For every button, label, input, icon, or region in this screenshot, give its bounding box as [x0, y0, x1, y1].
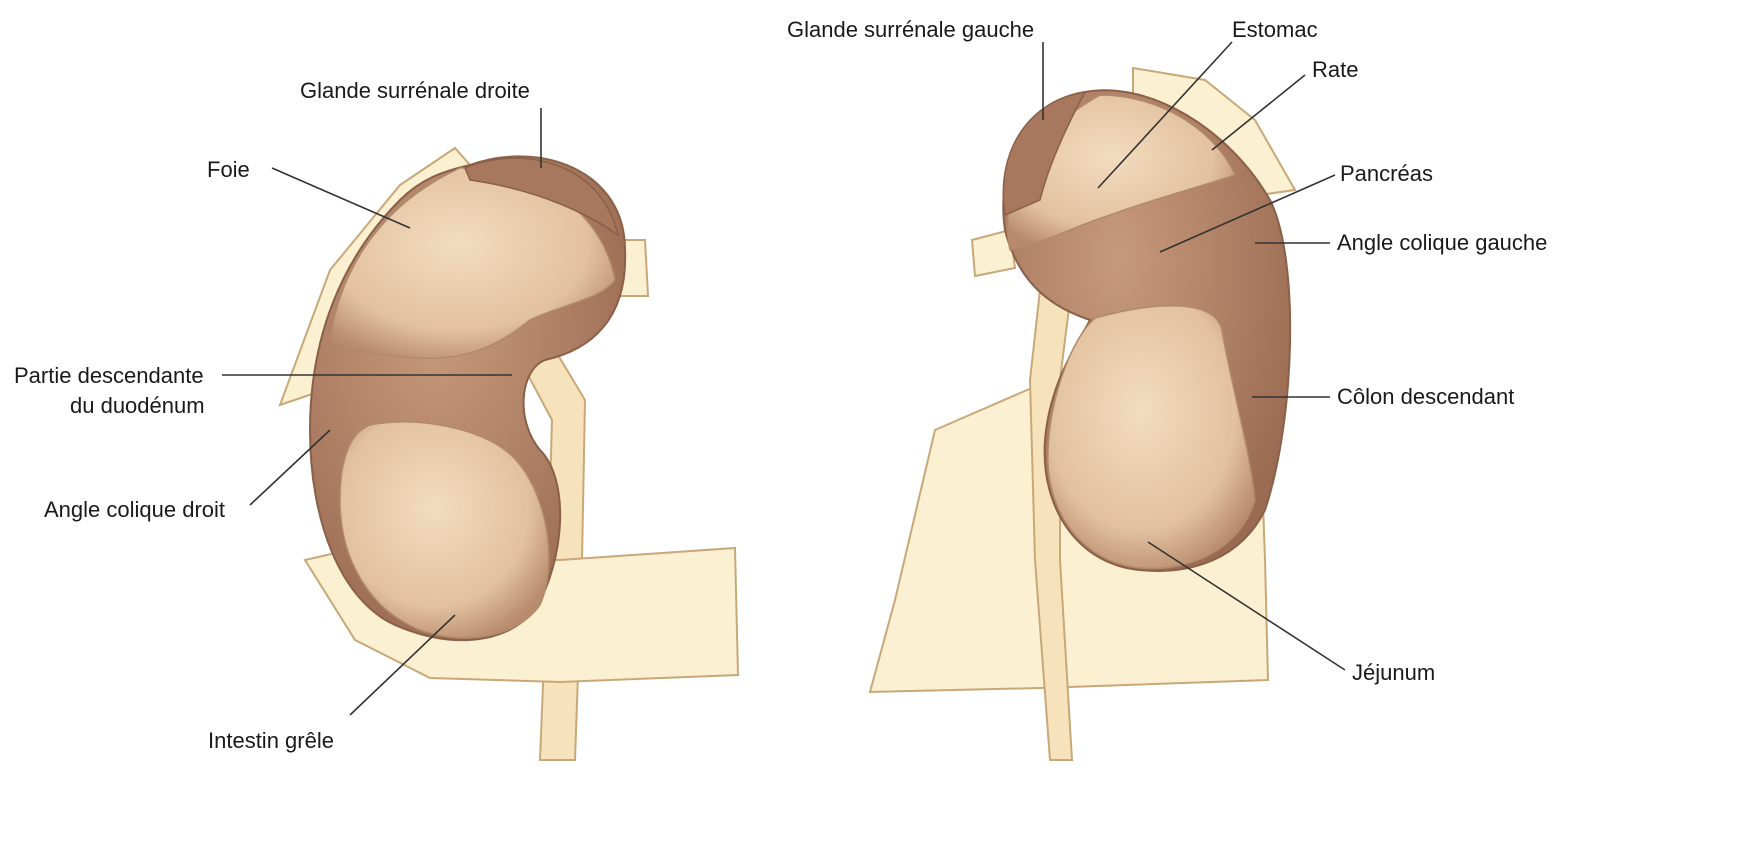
labels: Glande surrénale droite Foie Partie desc… — [14, 17, 1547, 753]
label-pancreas: Pancréas — [1340, 161, 1433, 186]
label-left-adrenal: Glande surrénale gauche — [787, 17, 1034, 42]
jejunum-impression — [1048, 306, 1255, 569]
left-kidney-figure — [870, 68, 1295, 760]
label-right-adrenal: Glande surrénale droite — [300, 78, 530, 103]
label-stomach: Estomac — [1232, 17, 1318, 42]
right-kidney-figure — [280, 148, 738, 760]
label-duodenum-1: Partie descendante — [14, 363, 204, 388]
label-liver: Foie — [207, 157, 250, 182]
label-spleen: Rate — [1312, 57, 1358, 82]
label-small-intestine: Intestin grêle — [208, 728, 334, 753]
label-right-colic: Angle colique droit — [44, 497, 225, 522]
label-duodenum-2: du duodénum — [70, 393, 205, 418]
label-jejunum: Jéjunum — [1352, 660, 1435, 685]
label-descending-colon: Côlon descendant — [1337, 384, 1514, 409]
label-left-colic: Angle colique gauche — [1337, 230, 1547, 255]
